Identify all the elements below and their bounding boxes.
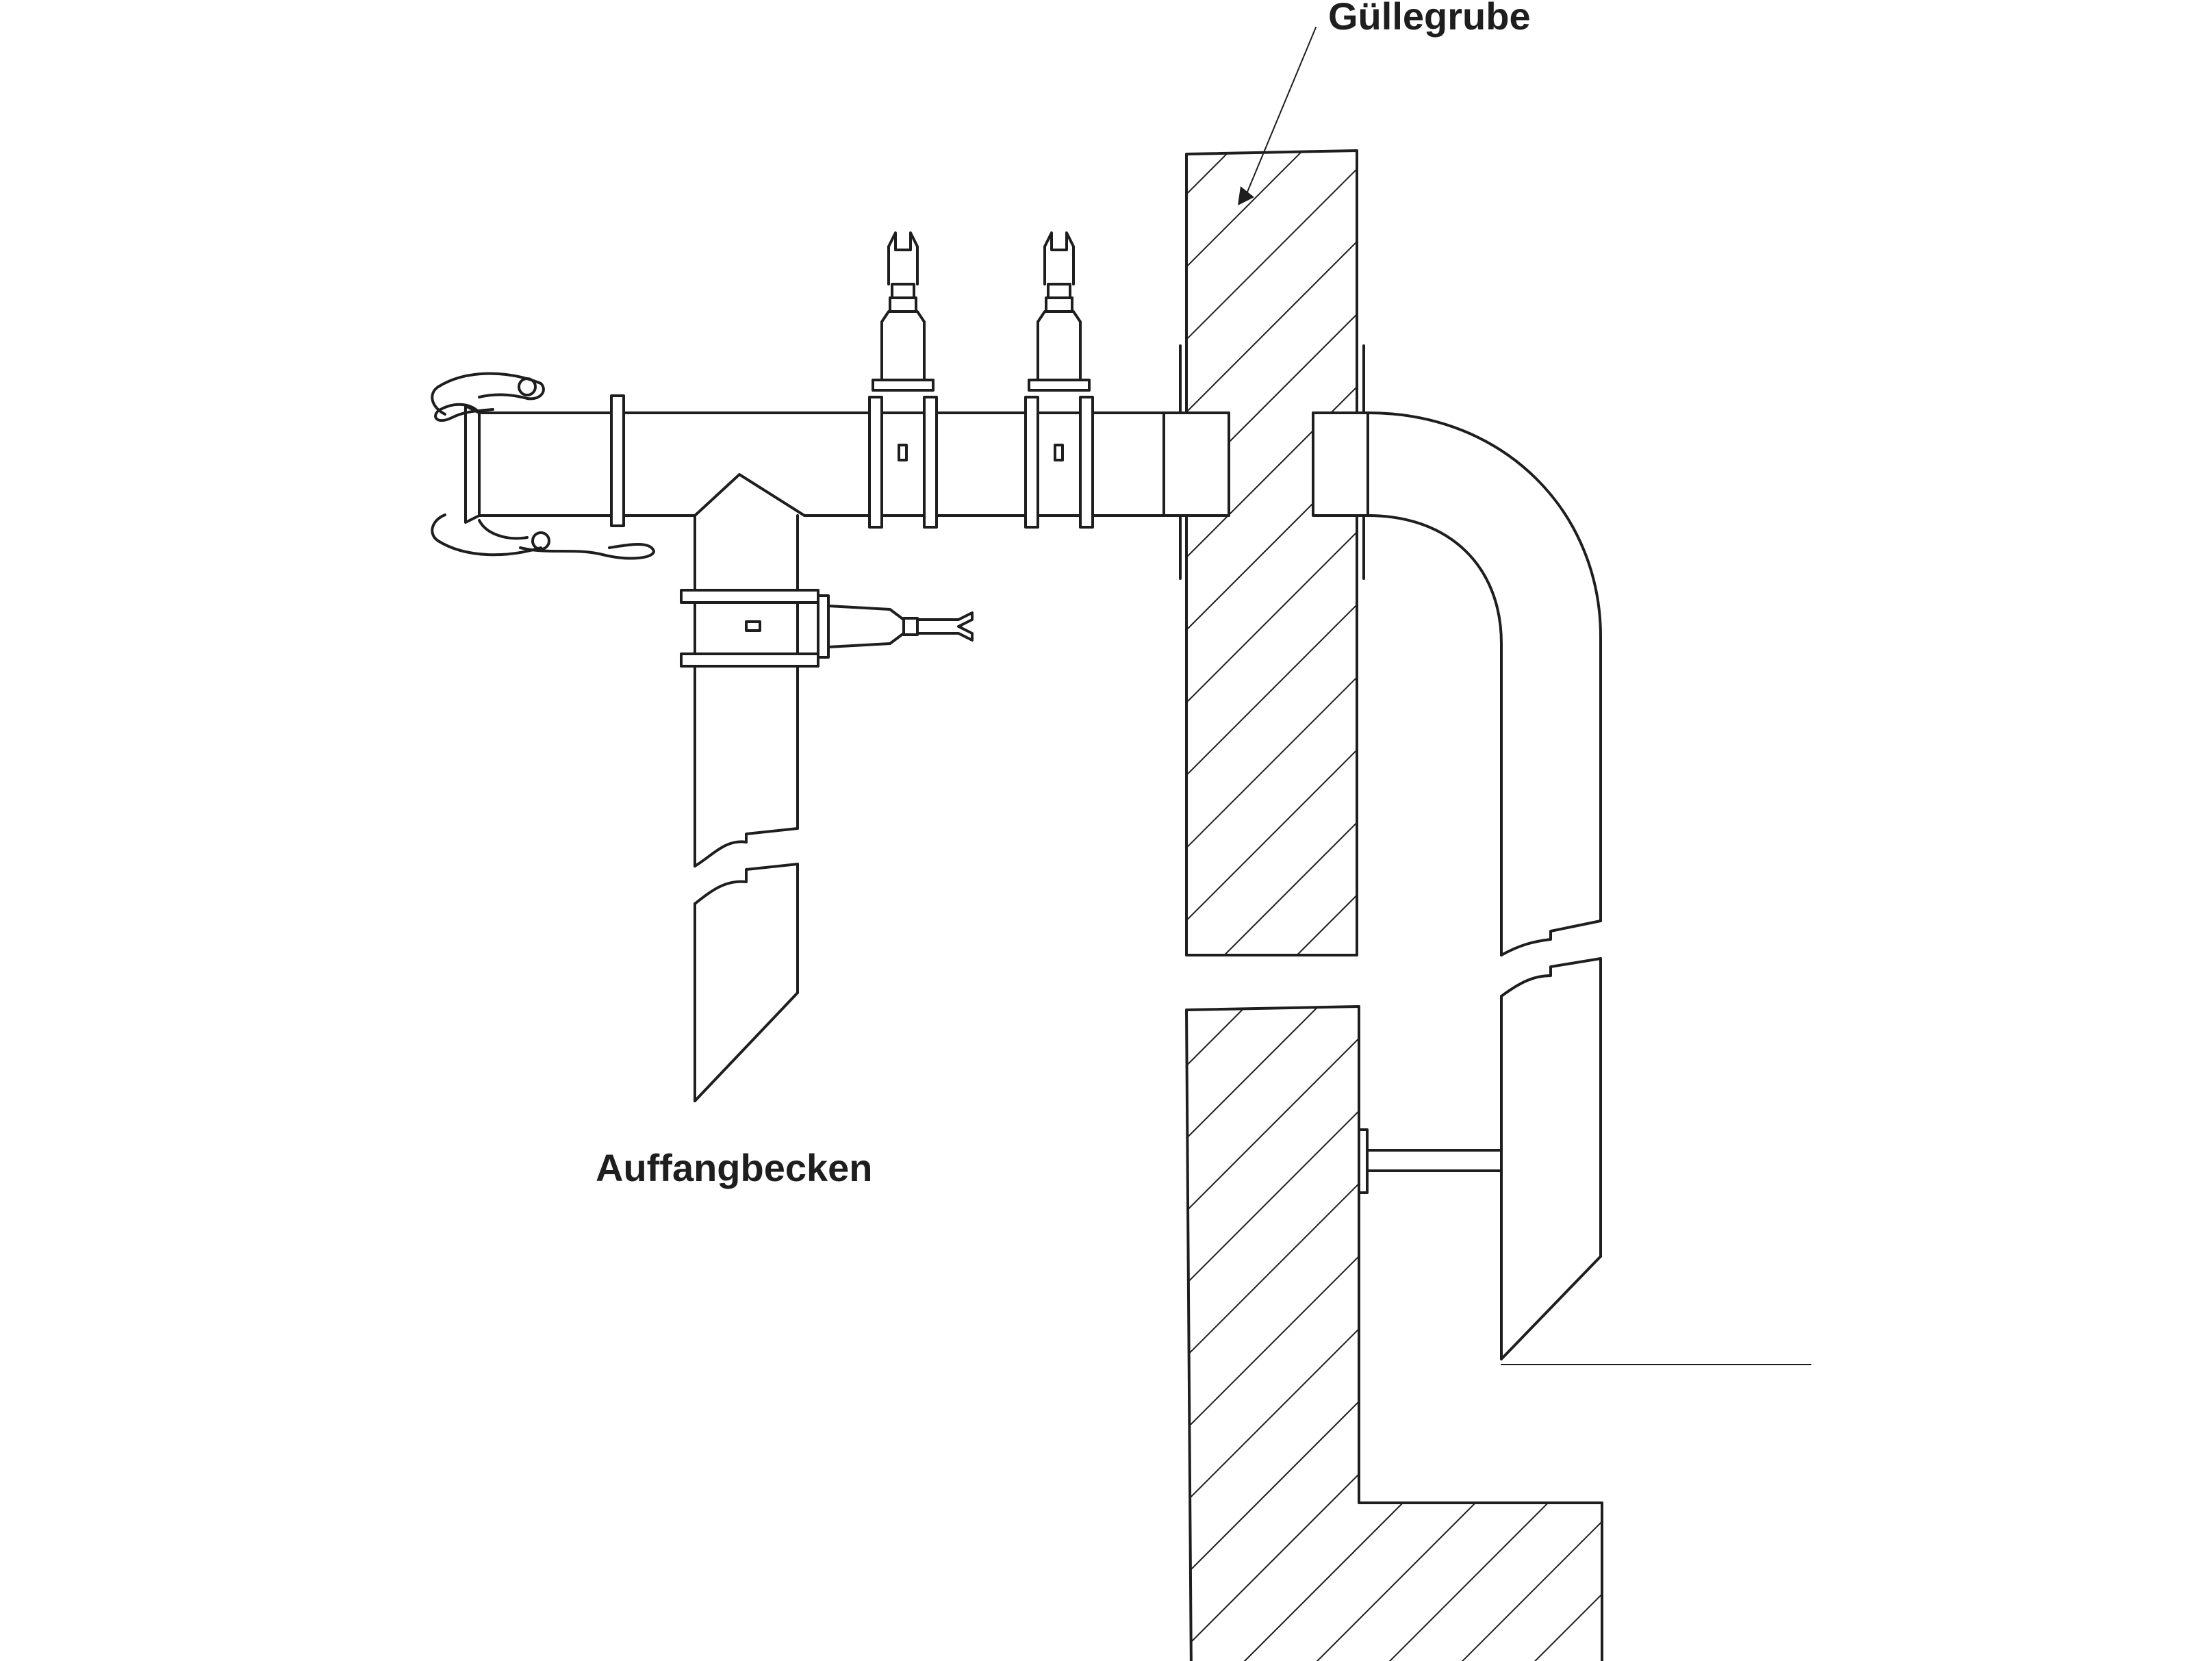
pit-pipe-break — [1500, 957, 1602, 998]
branch-break — [694, 863, 799, 905]
pit-pipe-inlet-cut — [1500, 1255, 1602, 1360]
wall-upper — [1185, 149, 1358, 956]
quick-coupling — [431, 372, 655, 560]
pit-pipe — [1366, 411, 1602, 1360]
leader-arrowhead — [1238, 186, 1254, 205]
gate-valve-2 — [1024, 231, 1094, 529]
wall-lower — [1185, 1005, 1603, 1661]
branch-valve — [680, 589, 974, 668]
label-auffangbecken: Auffangbecken — [596, 1146, 873, 1189]
wall-bracket — [1358, 1128, 1503, 1194]
tee-branch — [694, 473, 806, 517]
label-leader — [1245, 27, 1317, 196]
wall-sleeve-left — [1162, 411, 1230, 517]
wall-sleeve-right — [1312, 411, 1369, 517]
branch-outlet-cut — [694, 991, 799, 1102]
gate-valve-1 — [868, 231, 938, 529]
pipe-clamp — [610, 394, 625, 527]
label-guellegrube: Güllegrube — [1328, 0, 1531, 38]
